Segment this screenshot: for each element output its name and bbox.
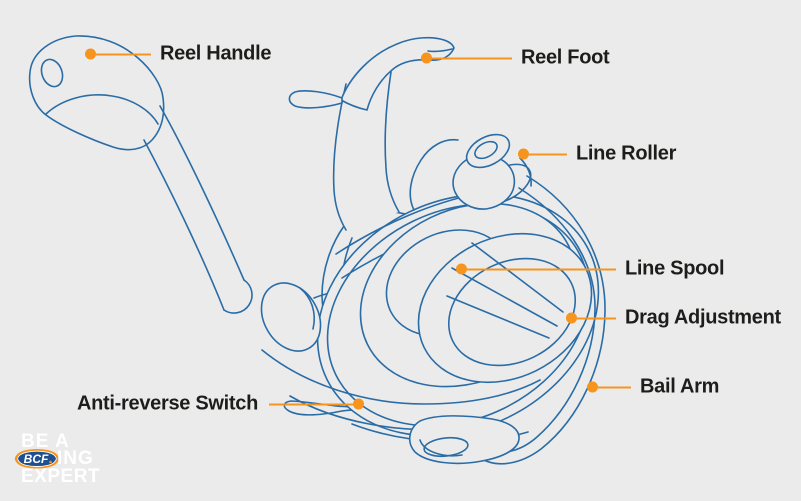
callout-line bbox=[467, 268, 616, 270]
logo-line3: EXPERT bbox=[21, 466, 101, 487]
callout-dot bbox=[353, 398, 365, 410]
bcf-badge-icon: BCF bbox=[14, 449, 60, 469]
roller-bracket bbox=[409, 138, 459, 211]
callout-reel-handle: Reel Handle bbox=[85, 43, 271, 66]
callout-reel-foot: Reel Foot bbox=[421, 46, 610, 70]
label-reel-handle: Reel Handle bbox=[160, 42, 272, 65]
roller-top bbox=[465, 133, 511, 169]
crank-joint bbox=[260, 282, 322, 352]
callout-line-spool: Line Spool bbox=[456, 257, 725, 281]
roller-hole bbox=[474, 140, 498, 160]
handle-knob bbox=[28, 35, 165, 151]
callout-line bbox=[269, 403, 354, 405]
handle-arm bbox=[159, 105, 245, 281]
label-bail-arm: Bail Arm bbox=[640, 375, 720, 398]
callout-line bbox=[96, 53, 151, 55]
drag-knob bbox=[447, 257, 577, 367]
knob-hole bbox=[40, 58, 64, 88]
badge-text: BCF bbox=[24, 452, 49, 466]
label-line-spool: Line Spool bbox=[625, 257, 725, 280]
bail-arm-wire bbox=[481, 175, 606, 465]
label-anti-reverse-switch: Anti-reverse Switch bbox=[77, 392, 259, 415]
callout-anti-reverse-switch: Anti-reverse Switch bbox=[77, 392, 365, 416]
callout-line bbox=[432, 57, 512, 59]
callout-bail-arm: Bail Arm bbox=[587, 376, 719, 399]
callout-dot bbox=[421, 52, 432, 64]
foot-left-wing bbox=[288, 90, 343, 109]
callout-dot bbox=[518, 148, 529, 160]
callout-dot bbox=[587, 381, 598, 393]
handle-group bbox=[28, 35, 322, 352]
label-reel-foot: Reel Foot bbox=[521, 46, 610, 69]
callout-line bbox=[529, 153, 567, 155]
badge-period bbox=[49, 460, 52, 464]
callout-dot bbox=[456, 263, 467, 275]
logo-line1: BE A bbox=[21, 431, 70, 452]
callout-line bbox=[577, 317, 616, 319]
drag-spokes bbox=[446, 242, 564, 339]
line-roller-group bbox=[409, 133, 532, 211]
callout-dot bbox=[85, 48, 96, 60]
logo-line2: ING bbox=[57, 448, 94, 469]
arm-end-cap bbox=[223, 279, 253, 314]
bail-attachment bbox=[408, 415, 520, 465]
callout-drag-adjustment: Drag Adjustment bbox=[566, 307, 781, 330]
label-drag-adjustment: Drag Adjustment bbox=[625, 306, 781, 329]
callout-line-roller: Line Roller bbox=[518, 143, 676, 166]
foot-tip-fold bbox=[427, 48, 453, 53]
callout-dot bbox=[566, 312, 577, 324]
callout-line bbox=[598, 386, 631, 388]
bcf-logo: BE A BCF ING EXPERT bbox=[14, 430, 144, 490]
knob-waist bbox=[45, 94, 159, 125]
label-line-roller: Line Roller bbox=[576, 142, 677, 165]
